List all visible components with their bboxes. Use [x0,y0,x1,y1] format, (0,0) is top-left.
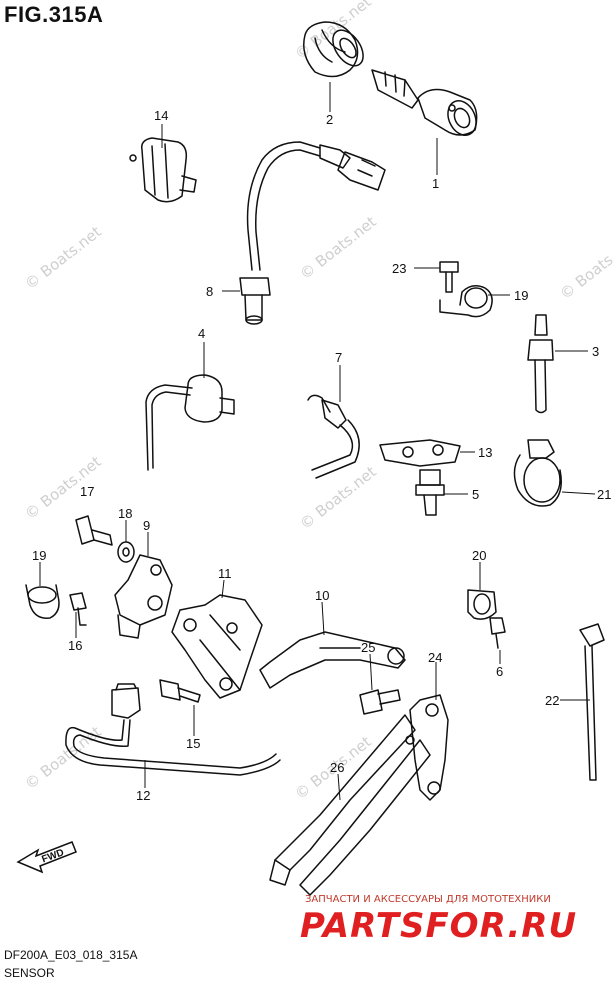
part-label: 16 [68,638,82,653]
part-21-clip [513,439,562,507]
part-6-screw [489,617,506,649]
part-label: 12 [136,788,150,803]
part-8-sensor-harness [239,141,386,325]
watermark: © Boats.net [291,0,374,63]
part-11-bracket [171,594,263,699]
watermark-layer: © Boats.net © Boats.net © Boats.net © Bo… [21,0,613,803]
part-19-clamp-left [25,584,60,619]
part-label: 8 [206,284,213,299]
watermark: © Boats.net [21,723,104,794]
part-23-bolt [439,261,459,293]
part-12-wiring [65,683,281,776]
part-label: 6 [496,664,503,679]
shop-tagline: ЗАПЧАСТИ И АКСЕССУАРЫ ДЛЯ МОТОТЕХНИКИ [305,894,551,905]
part-16-screw [69,592,87,626]
part-3-temp-sensor [527,314,554,414]
part-22-cable-tie [579,623,605,781]
figure-name: SENSOR [4,966,55,980]
part-label: 17 [80,484,94,499]
part-label: 4 [198,326,205,341]
watermark: © Boats.net [21,223,104,294]
part-label: 13 [478,445,492,460]
watermark: © Boats.net [296,463,379,534]
part-1-sensor [371,69,478,136]
part-10-link-arm [259,631,406,689]
part-13-bracket [379,439,461,467]
part-14-pressure-switch [129,137,197,203]
part-9-sensor [114,554,173,639]
figure-title: FIG.315A [4,2,104,27]
figure-code: DF200A_E03_018_315A [4,948,138,962]
part-label: 19 [32,548,46,563]
part-26-long-bracket [269,714,431,896]
part-label: 21 [597,487,611,502]
part-20-clamp [467,589,497,620]
part-25-bolt [359,689,401,715]
part-label: 14 [154,108,168,123]
watermark: © Boats.net [296,213,379,284]
part-19-clamp-top [439,285,493,318]
part-labels: 1 2 3 4 5 6 7 8 9 10 11 12 13 14 15 16 1… [32,108,611,803]
fwd-arrow-icon: FWD [16,841,77,874]
part-label: 26 [330,760,344,775]
part-label: 10 [315,588,329,603]
shop-logo: PARTSFOR.RU [300,906,578,946]
part-2-grommet [303,21,364,78]
part-18-washer [117,541,135,563]
part-label: 18 [118,506,132,521]
part-label: 1 [432,176,439,191]
part-label: 20 [472,548,486,563]
part-label: 3 [592,344,599,359]
part-label: 23 [392,261,406,276]
part-label: 15 [186,736,200,751]
fwd-label: FWD [40,847,65,865]
part-label: 25 [361,640,375,655]
part-label: 7 [335,350,342,365]
part-24-bracket [405,694,449,801]
watermark: © Boats.net [556,233,613,304]
part-label: 22 [545,693,559,708]
part-label: 24 [428,650,442,665]
part-label: 19 [514,288,528,303]
part-label: 5 [472,487,479,502]
part-4-knock-sensor [145,374,235,471]
part-17-bolt [75,515,113,546]
part-label: 11 [218,566,232,581]
leader-lines [39,82,596,801]
part-7-hose [307,394,360,479]
part-label: 9 [143,518,150,533]
part-15-bolt [159,679,201,703]
part-5-bolt [415,469,445,516]
part-label: 2 [326,112,333,127]
